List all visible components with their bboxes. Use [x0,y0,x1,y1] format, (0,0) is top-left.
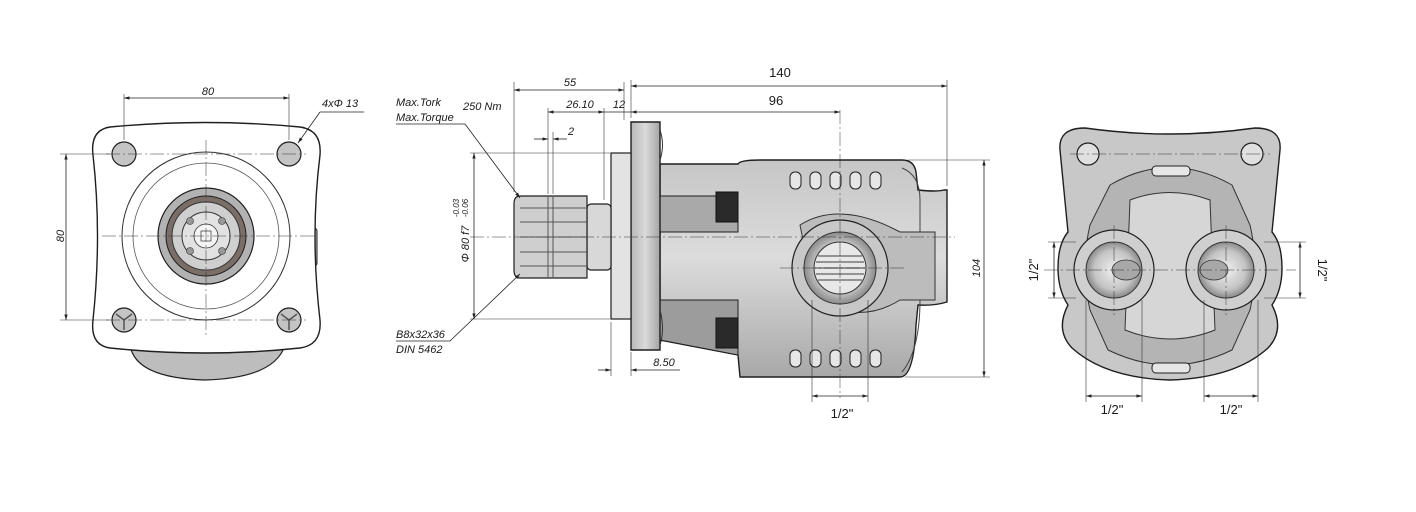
side-pilot [610,152,632,320]
front-height-dim: 80 [55,229,67,242]
spline-leader [449,273,521,342]
side-ribs-bottom [789,349,882,368]
rear-left-bottom-dim: 1/2" [1101,402,1124,417]
side-ribs-top [789,171,882,190]
side-flange-ridge [659,129,663,346]
front-bolt [186,247,194,255]
rear-center-boss [1124,192,1216,340]
side-total-dim: 140 [769,65,791,80]
side-pilot-dia: Φ 80 f7 [460,225,472,263]
side-port-dim: 1/2" [831,406,854,421]
rear-right-side-dim: 1/2" [1315,259,1330,282]
rear-view: 1/2" 1/2" 1/2" 1/2" [1026,127,1330,417]
front-bolt [218,217,226,225]
torque-value: 250 Nm [462,101,502,113]
front-bolt [218,247,226,255]
torque-leader [464,123,521,199]
side-flange-dim: 12 [613,99,625,111]
front-width-dim: 80 [202,86,215,98]
front-bolt [186,217,194,225]
rear-bottom-slot [1151,362,1191,374]
side-groove-dim: 2 [567,126,574,138]
side-flange [630,121,661,351]
side-55-dim: 55 [564,77,577,89]
side-tol-upper: -0.03 [452,198,461,217]
side-body-dim: 96 [769,93,783,108]
torque-label-2: Max.Torque [396,112,454,124]
rear-right-bottom-dim: 1/2" [1220,402,1243,417]
front-bottom-body [129,344,286,381]
spline-label-2: DIN 5462 [396,344,442,356]
rear-left-side-dim: 1/2" [1026,258,1041,281]
rear-top-slot [1151,165,1191,177]
side-bolt-bottom [715,317,739,349]
side-height-dim: 104 [971,259,983,277]
spline-label-1: B8x32x36 [396,329,446,341]
torque-label-1: Max.Tork [396,97,441,109]
side-view: 140 96 55 26.10 12 2 8.50 104 [396,65,990,421]
side-pilot-dim: 8.50 [653,357,675,369]
front-hole-leader [297,111,321,144]
side-shaft-dim: 26.10 [565,99,594,111]
front-view: 80 80 4xΦ 13 [55,86,364,381]
side-tol-lower: -0.06 [461,198,470,217]
side-bolt-top [715,191,739,223]
front-holes-dim: 4xΦ 13 [322,98,359,110]
